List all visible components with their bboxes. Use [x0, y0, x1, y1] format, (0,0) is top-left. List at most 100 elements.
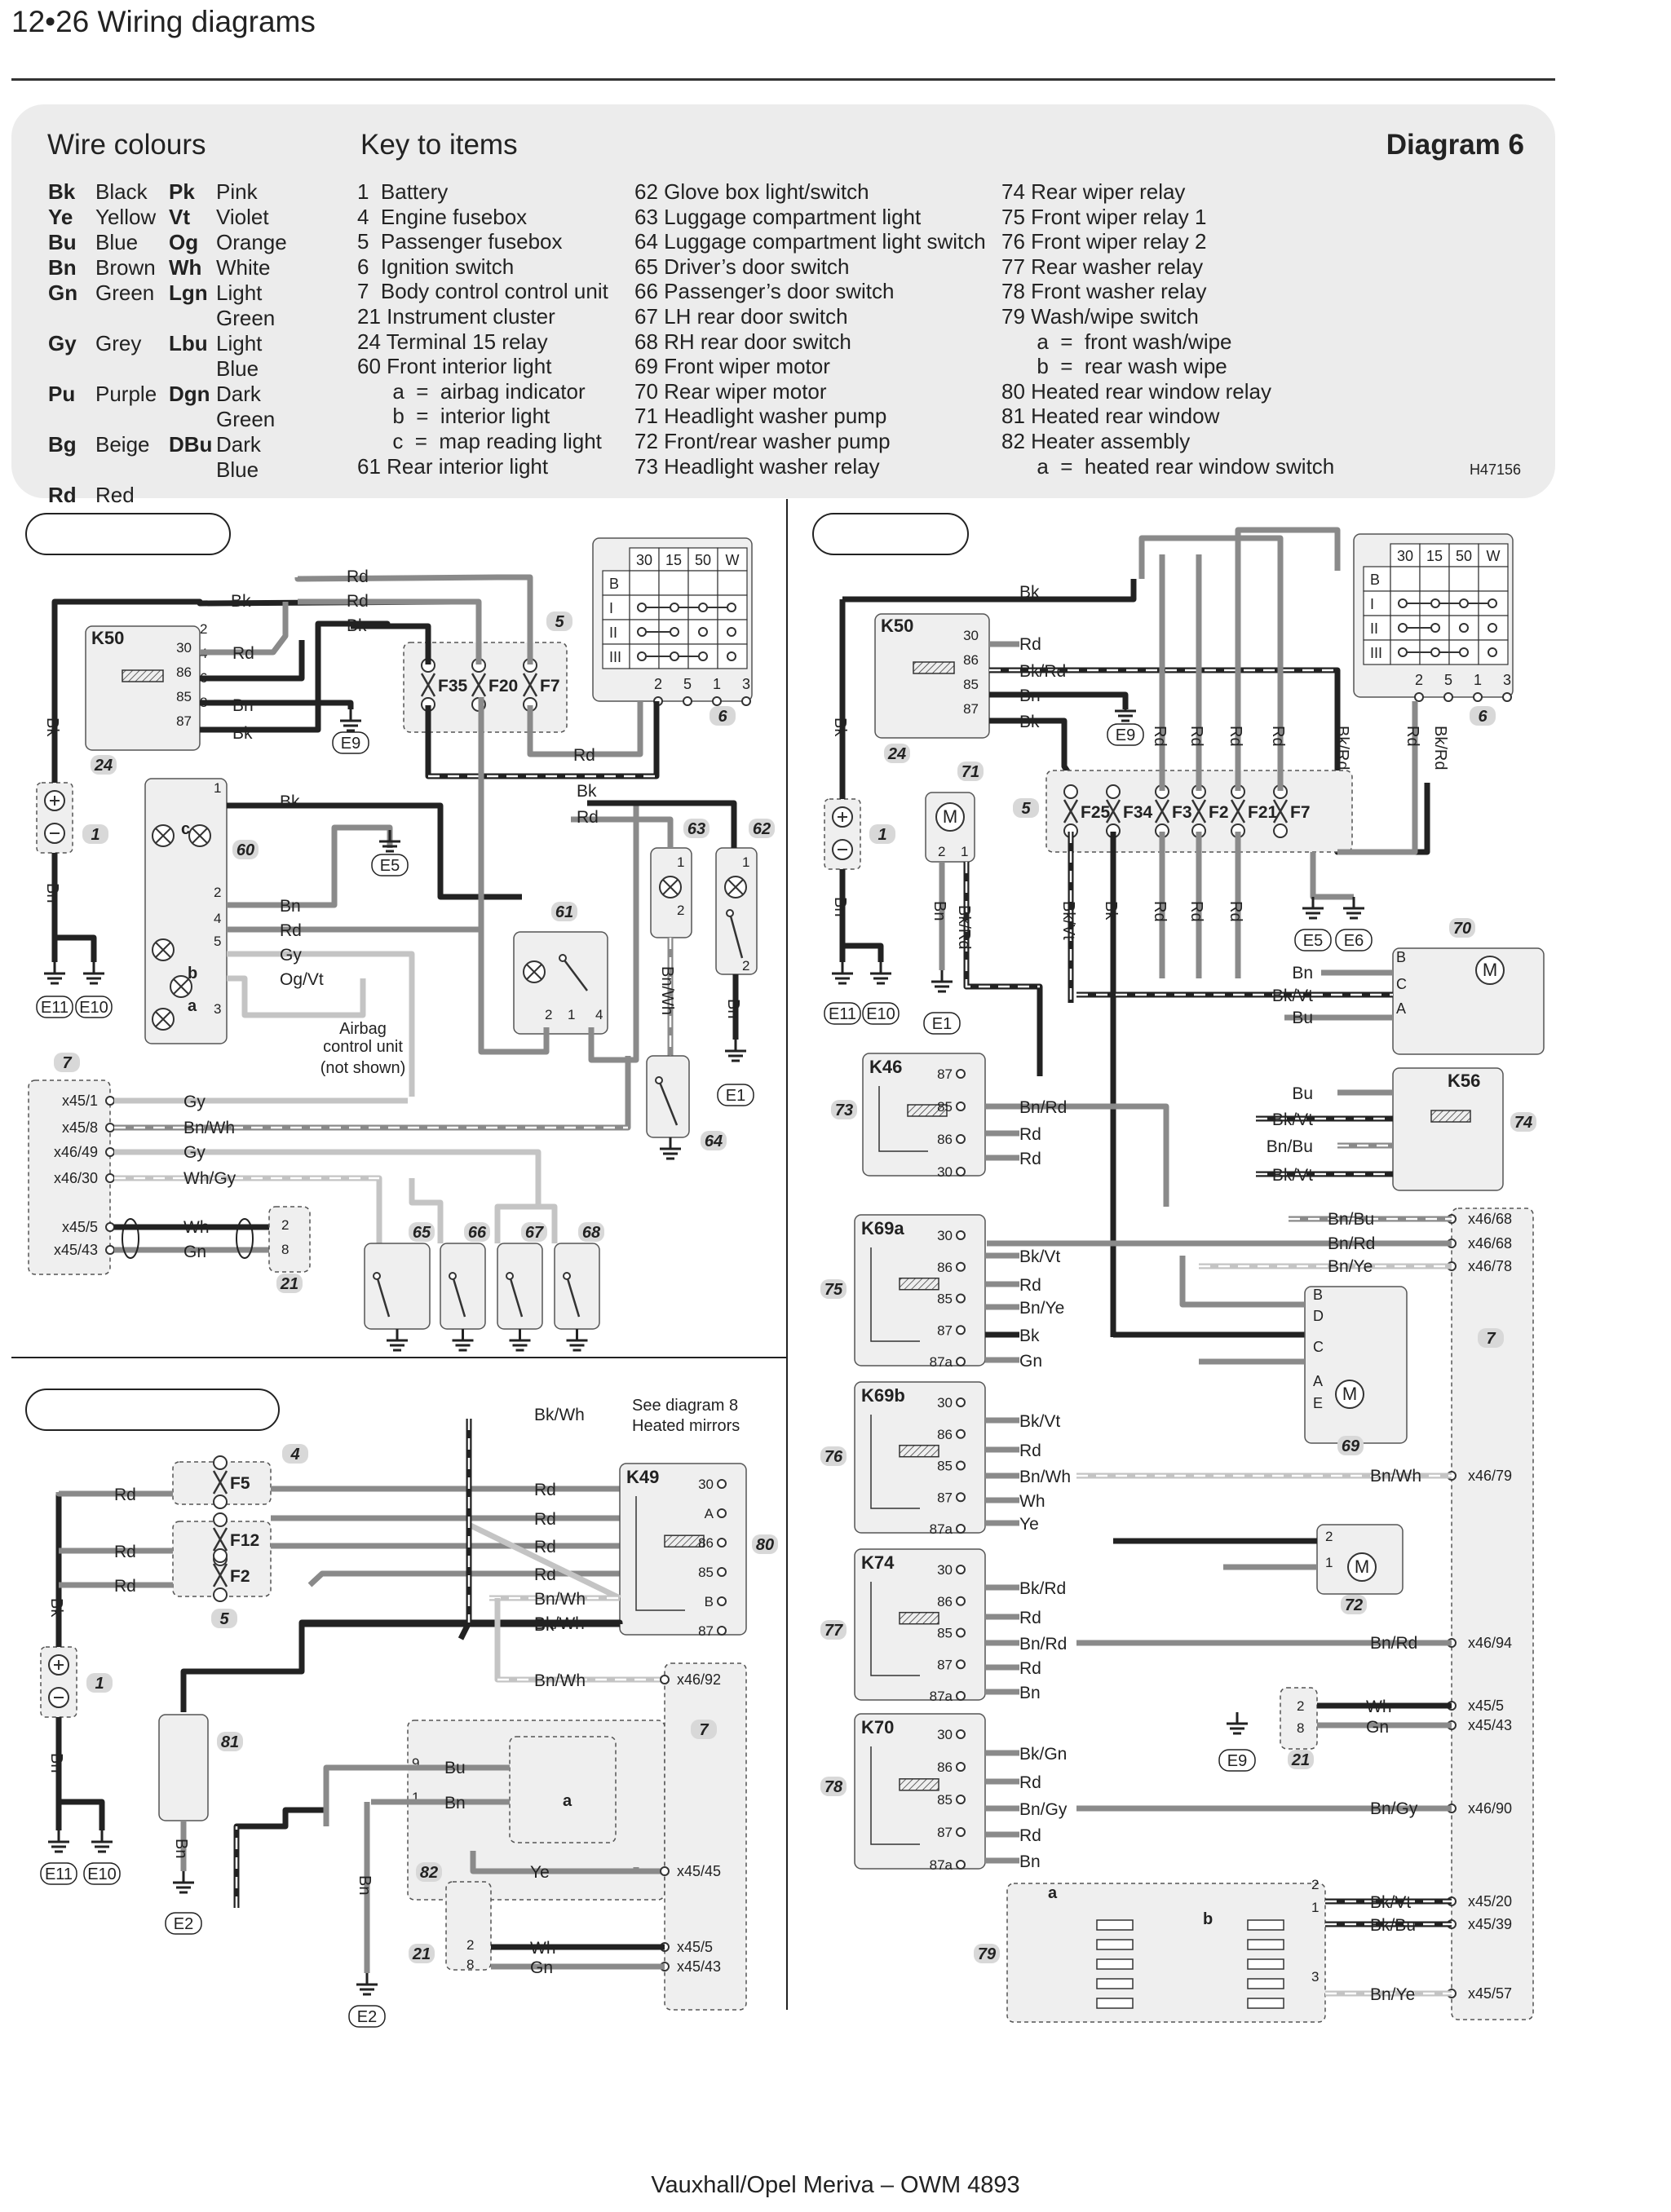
item-number: 62 [753, 820, 771, 838]
motor-icon [1347, 1552, 1377, 1582]
fuse-icon [1063, 799, 1079, 823]
connector-label: x45/5 [677, 1939, 713, 1955]
fuse-icon [212, 1470, 228, 1495]
wire-colour-cell: DBu [169, 432, 213, 457]
key-panel: Wire colours Key to items Diagram 6 H471… [11, 104, 1555, 507]
switch-icon [657, 1080, 679, 1126]
key-item: 71 Headlight washer pump [634, 404, 887, 429]
ignition-col-label: 30 [1397, 548, 1413, 564]
pin-label: 2 [1311, 1877, 1319, 1892]
door-switch [497, 1243, 543, 1330]
ignition-contact [670, 651, 679, 661]
relay-pin-terminal [956, 1230, 966, 1240]
wire-label: Rd [1019, 1659, 1041, 1678]
relay-pin-terminal [956, 1596, 966, 1606]
relay-pin: 87 [698, 1623, 714, 1639]
ignition-cell [629, 547, 660, 572]
item-tag-bg [820, 1279, 847, 1299]
wire-label: Rd [1019, 1125, 1041, 1144]
relay-pin: 86 [937, 1759, 953, 1775]
wire-colour-cell: Dark Green [216, 382, 276, 431]
relay-pin-terminal [956, 1691, 966, 1701]
relay-coil [907, 1104, 948, 1117]
wire-colour-cell: Light Blue [216, 331, 263, 381]
wire-label: Bk/Gn [1019, 1745, 1067, 1764]
relay-label: K69b [861, 1385, 905, 1406]
wire-bracket [323, 1764, 371, 1826]
connector-pin [105, 1147, 115, 1157]
fuse-terminal [1106, 784, 1121, 799]
relay-pin-terminal [956, 1627, 966, 1638]
wire-label: Bn/Wh [658, 966, 676, 1015]
component-letter: B [1396, 949, 1406, 965]
relay-pin-terminal [717, 1596, 727, 1606]
item-tag-bg [578, 1222, 604, 1242]
relay-pin: 86 [937, 1132, 953, 1147]
component-letter: b [1203, 1910, 1213, 1928]
ignition-pin [1502, 692, 1512, 702]
connector-label: x45/5 [1468, 1698, 1504, 1714]
wire-61 [478, 929, 550, 1055]
wire-label: Bn/Wh [1019, 1468, 1071, 1486]
ground-tag [40, 1862, 77, 1885]
wire-label: Bn [232, 696, 254, 715]
wire-label: Rd [347, 567, 369, 586]
wire-label: Wh [1366, 1698, 1392, 1716]
motor-icon [1475, 956, 1505, 985]
wire-label: Rd [1187, 726, 1205, 747]
wire-colour-cell: Grey [95, 331, 142, 355]
note-text: (not shown) [320, 1059, 406, 1077]
wire-bn-ground [51, 853, 97, 962]
ignition-grid [1363, 543, 1509, 665]
connector-label: x45/43 [1468, 1717, 1512, 1733]
pin-label: 2 [281, 1217, 289, 1233]
wire-label: Ye [530, 1863, 550, 1882]
item-number: 70 [1453, 920, 1471, 938]
relay-pin: 2 [200, 621, 207, 637]
relay-pin-terminal [956, 1460, 966, 1471]
ignition-row-label: II [609, 625, 617, 641]
relay-pin: 30 [937, 1562, 953, 1578]
relay-label: K56 [1448, 1071, 1480, 1091]
fuse-terminal [1273, 823, 1288, 838]
relay-pin: 85 [937, 1099, 953, 1115]
relay-pin-terminal [956, 1524, 966, 1534]
wire-label: Bk [1102, 901, 1120, 921]
wire-colour-cell: Violet [216, 205, 269, 229]
switch-icon [562, 957, 588, 991]
relay-pin: 86 [937, 1427, 953, 1442]
ground-label: E10 [866, 1005, 895, 1023]
wire-label: Bn [47, 1753, 65, 1773]
pin-label: 1 [214, 780, 221, 796]
relay-k56 [1392, 1067, 1504, 1191]
relay-pin-terminal [717, 1626, 727, 1636]
relay-pin-terminal [956, 1293, 966, 1304]
relay-pin: 87 [176, 713, 192, 729]
relay-pin: 30 [698, 1477, 714, 1492]
pin-label: 2 [742, 958, 749, 974]
item-number: 79 [978, 1945, 997, 1963]
ignition-pin-label: 1 [1474, 672, 1482, 688]
item-tag-bg [869, 824, 895, 844]
wire-label: Bk [831, 717, 849, 737]
wire-colour-cell: Dgn [169, 382, 210, 406]
wire-colour-cell: Wh [169, 255, 202, 280]
wire-label: Wh [1019, 1492, 1045, 1511]
pin-label: 4 [214, 911, 221, 926]
relay-pin-terminal [956, 1565, 966, 1574]
relay-label: K50 [881, 616, 913, 636]
wire-label: Ye [1019, 1515, 1039, 1534]
wire-bk-f35 [351, 623, 431, 664]
connector-pin [105, 1123, 115, 1132]
wire-colour-cell: Bn [48, 255, 77, 280]
ground-label: E5 [380, 857, 400, 875]
item-tag-bg [551, 902, 577, 921]
wire-label: Bn/Ye [1328, 1257, 1373, 1276]
ignition-cell [1448, 566, 1479, 592]
relay-pin: 85 [937, 1626, 953, 1641]
wire-rd [1235, 527, 1341, 571]
component-letter: E [1313, 1395, 1323, 1411]
wire-label: Rd [1151, 901, 1169, 922]
